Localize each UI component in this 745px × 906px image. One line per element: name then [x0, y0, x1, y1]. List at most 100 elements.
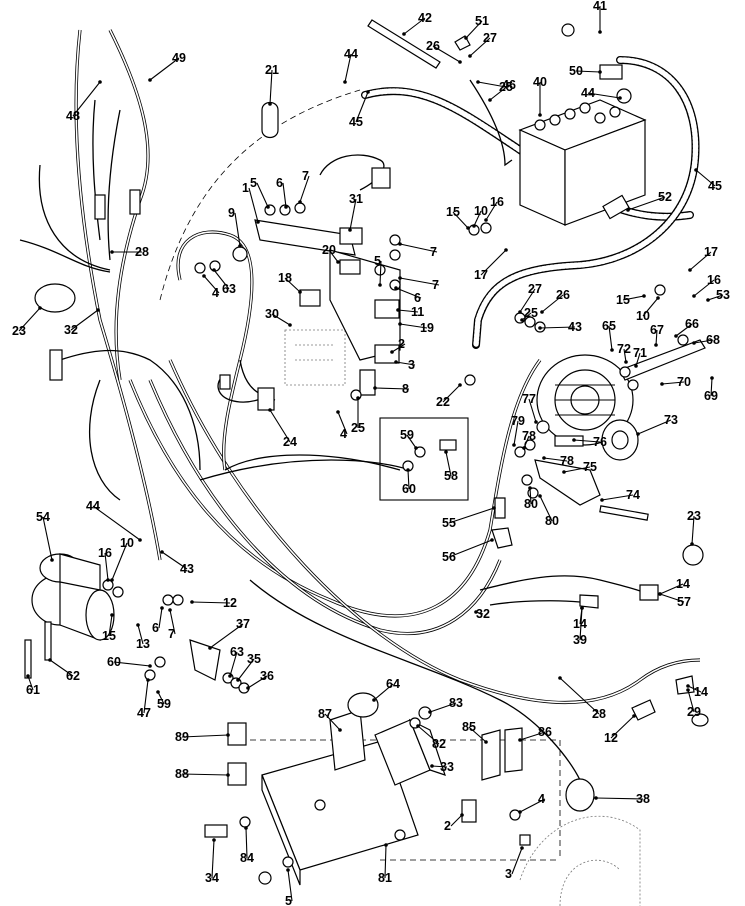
leader-arrowhead-c4c — [518, 810, 522, 814]
callout-c15c: 15 — [616, 293, 630, 307]
callout-c44c: 44 — [581, 86, 595, 100]
leader-arrowhead-c47 — [146, 678, 150, 682]
callout-c33: 33 — [440, 760, 454, 774]
leader-line-c16c — [693, 279, 715, 297]
leader-arrowhead-c12b — [632, 714, 636, 718]
leader-line-c83 — [429, 702, 457, 713]
callout-c24: 24 — [283, 435, 297, 449]
leader-line-c59a — [406, 434, 417, 449]
leader-line-c78b — [543, 457, 568, 462]
leader-arrowhead-c38 — [594, 796, 598, 800]
leader-line-c17b — [480, 249, 507, 276]
callout-c59b: 59 — [157, 697, 171, 711]
leader-arrowhead-c85 — [484, 740, 488, 744]
callout-c10b: 10 — [474, 204, 488, 218]
leader-line-c85 — [468, 726, 487, 743]
callout-c23a: 23 — [12, 324, 26, 338]
leader-arrowhead-c12a — [190, 600, 194, 604]
leader-arrowhead-c74 — [600, 498, 604, 502]
leader-line-c63b — [229, 651, 238, 677]
leader-arrowhead-c79 — [512, 443, 516, 447]
callout-c6b: 6 — [414, 291, 421, 305]
leader-line-c35 — [237, 658, 255, 681]
leader-arrowhead-c3b — [520, 846, 524, 850]
callout-c48: 48 — [66, 109, 80, 123]
leader-line-c1 — [248, 187, 259, 223]
leader-line-c57 — [659, 593, 685, 603]
callout-c21: 21 — [265, 63, 279, 77]
leader-line-c9 — [234, 212, 241, 247]
leader-arrowhead-c37 — [208, 646, 212, 650]
callout-c47: 47 — [137, 706, 151, 720]
leader-line-c42 — [403, 17, 426, 35]
leader-arrowhead-c13 — [136, 623, 140, 627]
callout-c37: 37 — [236, 617, 250, 631]
leader-arrowhead-c24 — [268, 408, 272, 412]
callout-c44a: 44 — [344, 47, 358, 61]
callout-c13: 13 — [136, 637, 150, 651]
leader-arrowhead-c10c — [656, 296, 660, 300]
callout-c63a: 63 — [222, 282, 236, 296]
callout-c36: 36 — [260, 669, 274, 683]
bolt-34 — [204, 824, 228, 838]
leader-arrowhead-c72 — [624, 360, 628, 364]
callout-c15b: 15 — [446, 205, 460, 219]
spacer — [554, 435, 584, 447]
callout-c30: 30 — [265, 307, 279, 321]
callout-c80b: 80 — [545, 514, 559, 528]
leader-line-c29 — [687, 689, 695, 713]
terminal-cover — [599, 64, 623, 80]
leader-line-c48 — [72, 81, 101, 117]
inset-bolt-58 — [439, 439, 457, 451]
leader-line-c44c — [587, 92, 621, 99]
leader-line-c46 — [489, 84, 510, 101]
clamp-21 — [261, 101, 279, 139]
leader-arrowhead-c49 — [148, 78, 152, 82]
callout-c50: 50 — [569, 64, 583, 78]
callout-c4c: 4 — [538, 792, 545, 806]
cable-end-41 — [561, 23, 575, 37]
connector-harness — [129, 189, 141, 215]
callout-c40: 40 — [533, 75, 547, 89]
callout-c66: 66 — [685, 317, 699, 331]
leader-line-c28b — [559, 677, 600, 715]
leader-arrowhead-c10a — [110, 578, 114, 582]
leader-arrowhead-c78a — [522, 446, 526, 450]
callout-c56: 56 — [442, 550, 456, 564]
clip-85 — [481, 729, 501, 781]
callout-c35: 35 — [247, 652, 261, 666]
block-outline — [284, 329, 346, 386]
callout-c78b: 78 — [560, 454, 574, 468]
leader-line-c15b — [452, 211, 469, 229]
leader-line-c5c — [287, 869, 293, 902]
leader-line-c61 — [27, 675, 34, 691]
switch-57 — [639, 584, 659, 601]
leader-line-c78a — [523, 435, 530, 449]
leader-arrowhead-c30 — [288, 323, 292, 327]
callout-c16a: 16 — [98, 546, 112, 560]
leader-arrowhead-c35 — [236, 678, 240, 682]
engine-outline — [159, 89, 361, 301]
leader-line-c80a — [529, 487, 532, 505]
callout-c82: 82 — [432, 737, 446, 751]
leader-line-c74 — [601, 494, 634, 501]
leader-line-c49 — [149, 57, 180, 81]
leader-line-c6b — [395, 287, 422, 299]
leader-line-c19 — [399, 323, 428, 329]
callout-c77: 77 — [522, 392, 536, 406]
callout-c63b: 63 — [230, 645, 244, 659]
leader-line-c70 — [661, 381, 685, 385]
label-88 — [227, 762, 247, 786]
leader-line-c43b — [161, 551, 188, 570]
callout-c3a: 3 — [408, 358, 415, 372]
leader-line-c36 — [247, 675, 268, 689]
callout-c27a: 27 — [483, 31, 497, 45]
leader-arrowhead-c65 — [610, 348, 614, 352]
leader-line-c50 — [575, 70, 601, 73]
leader-line-c81 — [384, 844, 387, 879]
leader-arrowhead-c25a — [356, 396, 360, 400]
leader-line-c30 — [271, 313, 291, 326]
leader-line-c8 — [374, 387, 410, 390]
leader-arrowhead-c5c — [286, 868, 290, 872]
leader-line-c86 — [519, 731, 546, 741]
